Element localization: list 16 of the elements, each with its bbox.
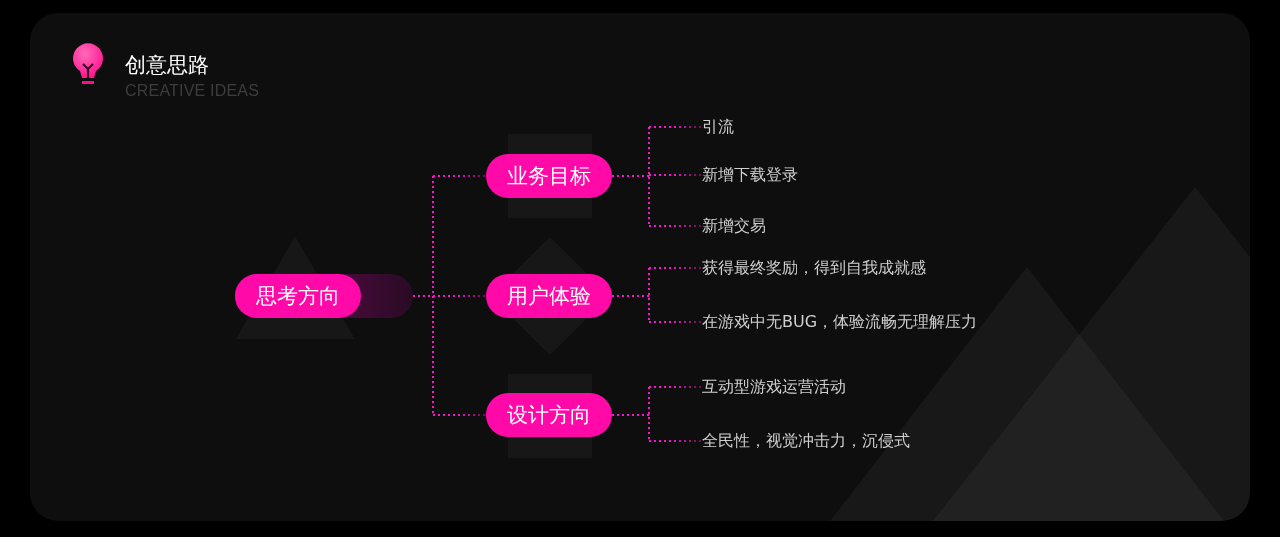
- item-text: 新增交易: [702, 215, 766, 237]
- title: 创意思路: [125, 52, 209, 78]
- item-text: 全民性，视觉冲击力，沉侵式: [702, 430, 910, 452]
- item-text: 获得最终奖励，得到自我成就感: [702, 257, 926, 279]
- item-text: 新增下载登录: [702, 164, 798, 186]
- dotted-connector: [611, 267, 703, 323]
- item-text: 在游戏中无BUG，体验流畅无理解压力: [702, 311, 978, 333]
- item-text: 引流: [702, 116, 734, 138]
- topic-pill: 用户体验: [486, 274, 612, 318]
- item-text: 互动型游戏运营活动: [702, 376, 846, 398]
- dotted-connector: [611, 126, 703, 227]
- dotted-connector: [412, 175, 487, 416]
- topic-pill: 业务目标: [486, 154, 612, 198]
- topic-pill: 设计方向: [486, 393, 612, 437]
- dotted-connector: [611, 386, 703, 442]
- topic-pill: 思考方向: [235, 274, 413, 318]
